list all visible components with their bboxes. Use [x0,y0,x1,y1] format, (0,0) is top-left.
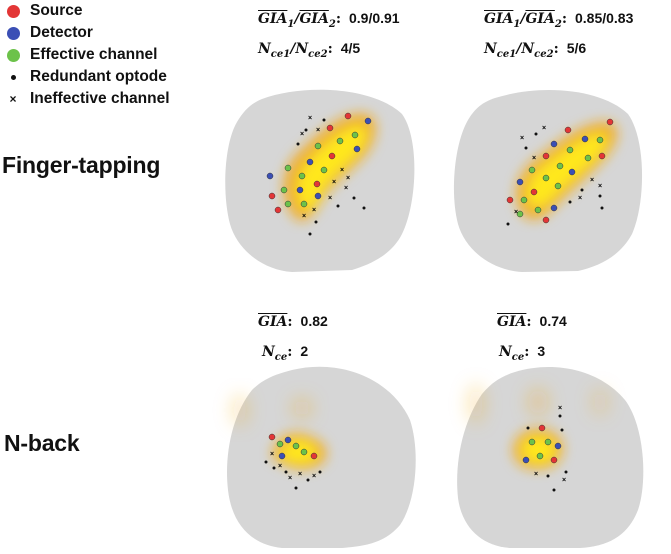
svg-text:×: × [532,155,536,162]
gia-nb2: GIA: 0.74 [497,313,567,330]
svg-text:×: × [288,475,292,482]
svg-text:×: × [534,471,538,478]
svg-text:×: × [578,195,582,202]
svg-text:×: × [542,125,546,132]
svg-text:×: × [558,405,562,412]
task-label-finger-tapping: Finger-tapping [2,152,161,178]
nce-value: 5/6 [566,40,587,56]
svg-text:×: × [520,135,524,142]
activation-map-faint [468,384,608,424]
x-mark-icon: × [9,92,17,106]
brain-ft1: × × × × × × × × × × [225,89,415,273]
brain-ft2: × × × × × × × [453,90,643,272]
channel-markers: × × × × × × × [506,118,614,226]
channel-markers: × × × × × [264,433,322,490]
channel-markers: × × × × × × × × × × [266,112,372,236]
nce-value: 2 [300,343,309,359]
nce-ratio-ft2: Nce1/Nce2: 5/6 [484,40,587,60]
activation-map-faint [232,394,312,426]
nce-ratio-ft1: Nce1/Nce2: 4/5 [258,40,361,60]
svg-text:×: × [308,115,312,122]
svg-text:×: × [344,185,348,192]
brain-nb2: × × × [457,367,644,548]
task-label-n-back: N-back [4,430,80,456]
svg-text:×: × [346,175,350,182]
svg-text:×: × [316,127,320,134]
nce-nb1: Nce: 2 [262,343,309,363]
activation-map [283,113,377,221]
nce-nb2: Nce: 3 [499,343,546,363]
legend-item-source: Source [6,0,83,22]
red-dot-icon [6,4,20,18]
svg-text:×: × [312,473,316,480]
svg-text:×: × [278,463,282,470]
gia-value: 0.74 [539,313,567,329]
brain-nb1: × × × × × [227,366,416,548]
legend-label: Ineffective channel [30,90,170,107]
legend-label: Effective channel [30,46,158,63]
black-dot-icon [6,70,20,84]
nce-value: 4/5 [340,40,361,56]
gia-ratio-ft1: GIA1/GIA2: 0.9/0.91 [258,10,400,30]
svg-text:×: × [590,177,594,184]
gia-ratio-ft2: GIA1/GIA2: 0.85/0.83 [484,10,634,30]
gia-value: 0.85/0.83 [574,10,634,26]
legend-label: Detector [30,24,93,41]
legend-item-ineffective-channel: × Ineffective channel [6,88,170,110]
green-dot-icon [6,48,20,62]
svg-text:×: × [340,167,344,174]
legend-item-effective-channel: Effective channel [6,44,158,66]
legend-label: Source [30,2,83,19]
svg-text:×: × [562,477,566,484]
gia-value: 0.9/0.91 [348,10,400,26]
gia-nb1: GIA: 0.82 [258,313,328,330]
activation-map [515,121,618,220]
svg-text:×: × [328,195,332,202]
legend-item-detector: Detector [6,22,93,44]
gia-value: 0.82 [300,313,328,329]
svg-text:×: × [312,207,316,214]
svg-text:×: × [298,471,302,478]
legend-label: Redundant optode [30,68,167,85]
svg-text:×: × [270,451,274,458]
channel-markers: × × × [522,405,568,492]
blue-dot-icon [6,26,20,40]
svg-text:×: × [514,209,518,216]
svg-text:×: × [300,131,304,138]
legend-item-redundant-optode: Redundant optode [6,66,167,88]
svg-text:×: × [332,179,336,186]
nce-value: 3 [537,343,546,359]
svg-text:×: × [302,213,306,220]
svg-text:×: × [598,183,602,190]
